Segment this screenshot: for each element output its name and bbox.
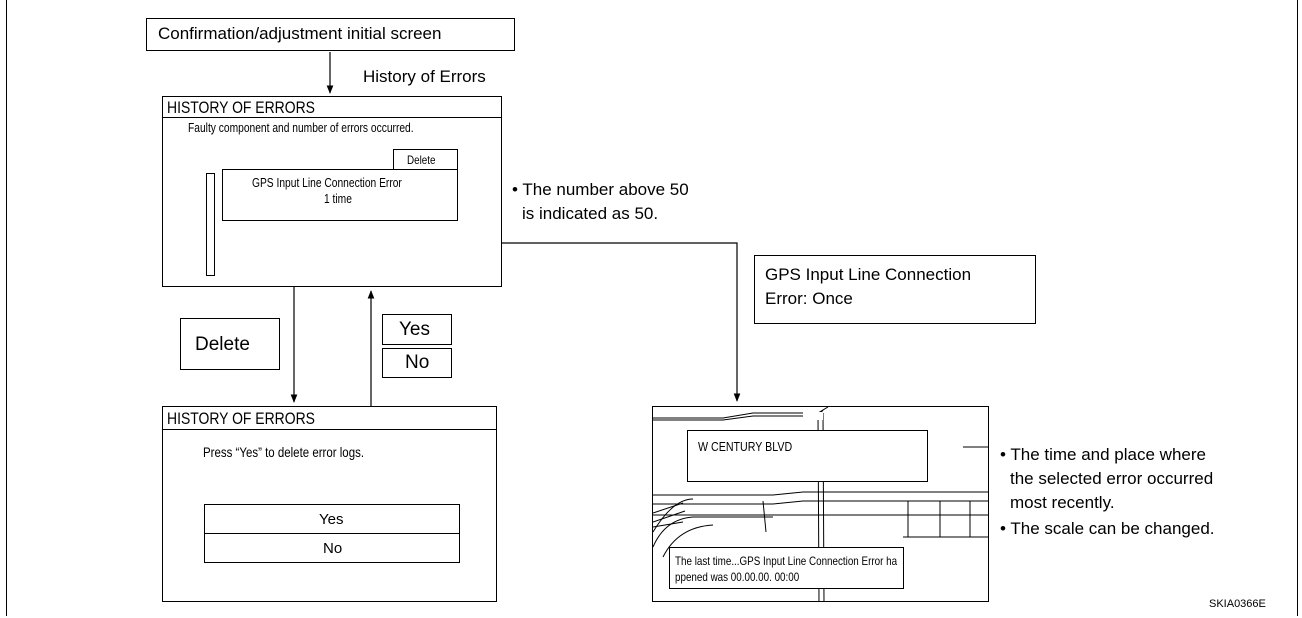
arrow-screen1-to-map (502, 242, 741, 402)
map-info-line1: The last time...GPS Input Line Connectio… (675, 554, 898, 568)
figure-id: SKIA0366E (1209, 598, 1266, 610)
screen1-scrollbar[interactable] (206, 173, 215, 276)
start-box-label: Confirmation/adjustment initial screen (158, 24, 442, 43)
screen2-message: Press “Yes” to delete error logs. (203, 444, 365, 460)
yes-action-box[interactable]: Yes (382, 314, 452, 345)
note-scale: • The scale can be changed. (1000, 519, 1215, 538)
map-info-box: The last time...GPS Input Line Connectio… (669, 547, 904, 589)
history-of-errors-label: History of Errors (363, 67, 486, 86)
screen2-no-label: No (323, 540, 343, 557)
start-box: Confirmation/adjustment initial screen (146, 18, 515, 51)
delete-action-box[interactable]: Delete (180, 318, 280, 370)
note-50-line2: is indicated as 50. (522, 204, 659, 223)
screen1-delete-button[interactable]: Delete (393, 149, 458, 170)
gps-error-box: GPS Input Line Connection Error: Once (754, 255, 1036, 324)
screen1-entry-name: GPS Input Line Connection Error (252, 176, 402, 190)
gps-error-line2: Error: Once (765, 289, 853, 308)
figure-frame (6, 0, 1298, 616)
history-screen-delete: HISTORY OF ERRORS Press “Yes” to delete … (162, 406, 497, 602)
note-time-place-line2: the selected error occurred (1010, 469, 1214, 488)
screen1-error-entry[interactable]: GPS Input Line Connection Error 1 time (222, 169, 458, 221)
screen2-title-bar: HISTORY OF ERRORS (163, 407, 496, 430)
map-street-name: W CENTURY BLVD (698, 439, 793, 454)
screen1-title-bar: HISTORY OF ERRORS (163, 97, 501, 118)
screen2-yes-button[interactable]: Yes (204, 504, 460, 534)
no-action-box[interactable]: No (382, 348, 452, 378)
map-info-line2: ppened was 00.00.00. 00:00 (675, 570, 800, 584)
note-50-line1: • The number above 50 (512, 180, 689, 199)
screen2-no-button[interactable]: No (204, 533, 460, 563)
delete-action-label: Delete (195, 334, 250, 355)
map-roads (653, 407, 988, 601)
no-action-label: No (405, 352, 430, 373)
screen1-delete-label: Delete (407, 153, 436, 167)
map-screen: W CENTURY BLVD The last time...GPS Input… (652, 406, 989, 602)
screen2-yes-label: Yes (319, 511, 344, 528)
screen1-entry-count: 1 time (324, 192, 352, 206)
screen2-title: HISTORY OF ERRORS (167, 409, 315, 428)
map-street-label-box: W CENTURY BLVD (687, 430, 928, 482)
note-time-place-line3: most recently. (1010, 493, 1115, 512)
screen1-subtitle: Faulty component and number of errors oc… (188, 121, 414, 135)
yes-action-label: Yes (399, 319, 430, 340)
gps-error-line1: GPS Input Line Connection (765, 265, 972, 284)
history-screen-list: HISTORY OF ERRORS Faulty component and n… (162, 96, 502, 287)
note-time-place-line1: • The time and place where (1000, 445, 1206, 464)
screen1-title: HISTORY OF ERRORS (167, 98, 315, 117)
